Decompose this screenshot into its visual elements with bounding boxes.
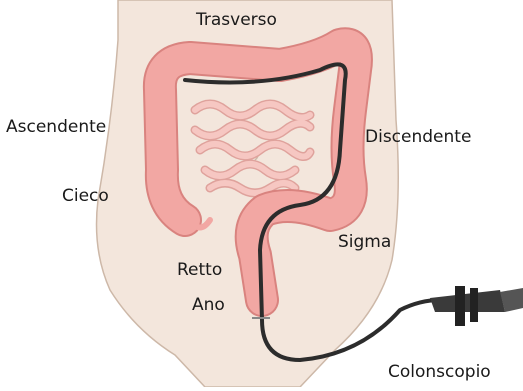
label-ano: Ano [192, 297, 225, 314]
colonoscope-handle [430, 286, 523, 326]
label-colonscopio: Colonscopio [388, 364, 491, 381]
label-ascendente: Ascendente [6, 119, 106, 136]
label-discendente: Discendente [365, 129, 471, 146]
label-sigma: Sigma [338, 234, 391, 251]
label-trasverso: Trasverso [196, 12, 277, 29]
label-retto: Retto [177, 262, 222, 279]
label-cieco: Cieco [62, 188, 109, 205]
